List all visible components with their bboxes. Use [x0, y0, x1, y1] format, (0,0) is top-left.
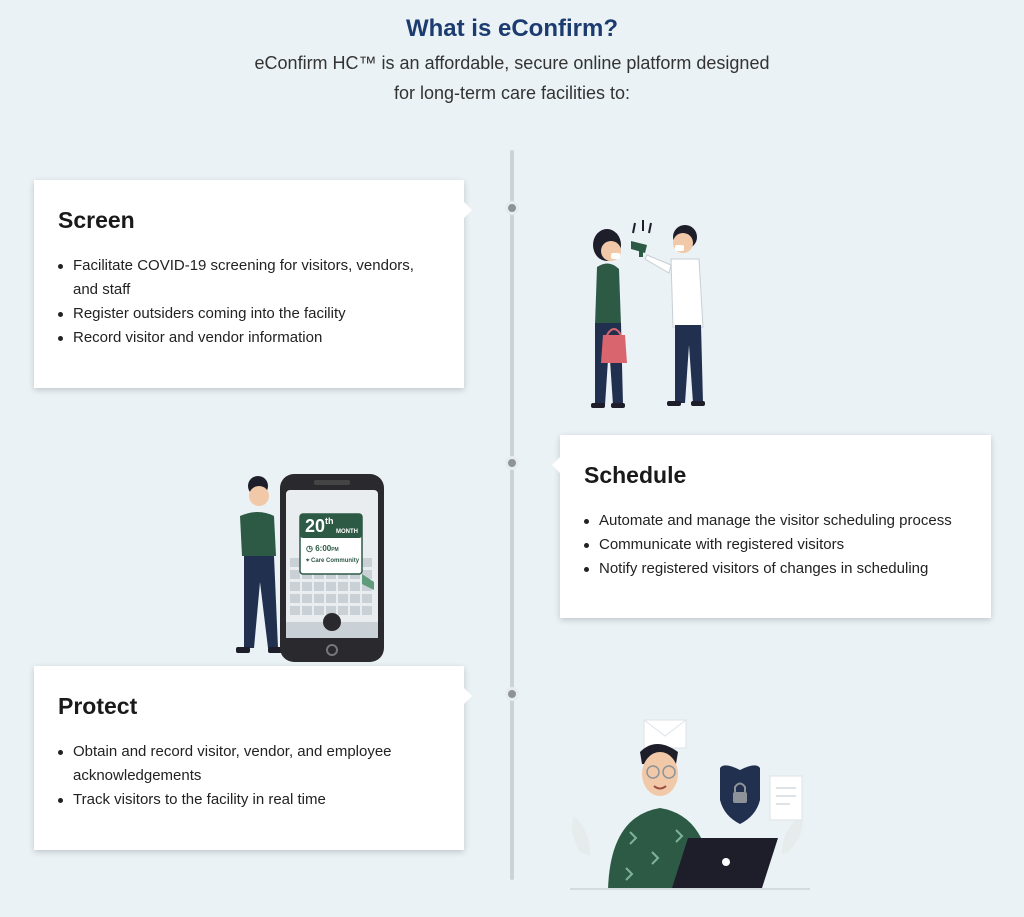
timeline-dot-schedule: [505, 456, 519, 470]
timeline-line: [510, 150, 514, 880]
list-item: Facilitate COVID-19 screening for visito…: [58, 254, 440, 302]
list-item: Communicate with registered visitors: [584, 533, 967, 557]
card-pointer: [464, 202, 472, 218]
header: What is eConfirm? eConfirm HC™ is an aff…: [0, 14, 1024, 108]
page-title: What is eConfirm?: [405, 15, 618, 42]
screening-illustration: [591, 220, 705, 408]
schedule-card: Schedule Automate and manage the visitor…: [552, 435, 991, 618]
list-item: Automate and manage the visitor scheduli…: [584, 509, 967, 533]
card-heading: Schedule: [584, 462, 687, 488]
protect-illustration: [570, 719, 810, 890]
timeline-dot-screen: [505, 201, 519, 215]
card-heading: Screen: [58, 207, 135, 233]
screen-card: Screen Facilitate COVID-19 screening for…: [34, 180, 472, 388]
list-item: Register outsiders coming into the facil…: [58, 302, 440, 326]
list-item: Notify registered visitors of changes in…: [584, 557, 967, 581]
subtitle-line-2: for long-term care facilities to:: [393, 83, 631, 103]
subtitle-line-1: eConfirm HC™ is an affordable, secure on…: [254, 53, 770, 73]
card-list: Obtain and record visitor, vendor, and e…: [58, 740, 440, 812]
protect-card: Protect Obtain and record visitor, vendo…: [34, 666, 472, 850]
phone-month: MONTH: [336, 529, 358, 535]
phone-schedule-illustration: [236, 474, 384, 662]
phone-location: ⌖ Care Community: [306, 558, 360, 564]
timeline-dot-protect: [505, 687, 519, 701]
page-subtitle: eConfirm HC™ is an affordable, secure on…: [0, 48, 1024, 108]
list-item: Track visitors to the facility in real t…: [58, 788, 440, 812]
list-item: Obtain and record visitor, vendor, and e…: [58, 740, 440, 788]
card-list: Facilitate COVID-19 screening for visito…: [58, 254, 440, 350]
card-heading: Protect: [58, 693, 138, 719]
card-pointer: [464, 688, 472, 704]
card-pointer: [552, 457, 560, 473]
list-item: Record visitor and vendor information: [58, 326, 440, 350]
phone-date: 20th: [305, 516, 334, 536]
phone-time: ◷ 6:00PM: [306, 544, 339, 553]
card-list: Automate and manage the visitor scheduli…: [584, 509, 967, 581]
